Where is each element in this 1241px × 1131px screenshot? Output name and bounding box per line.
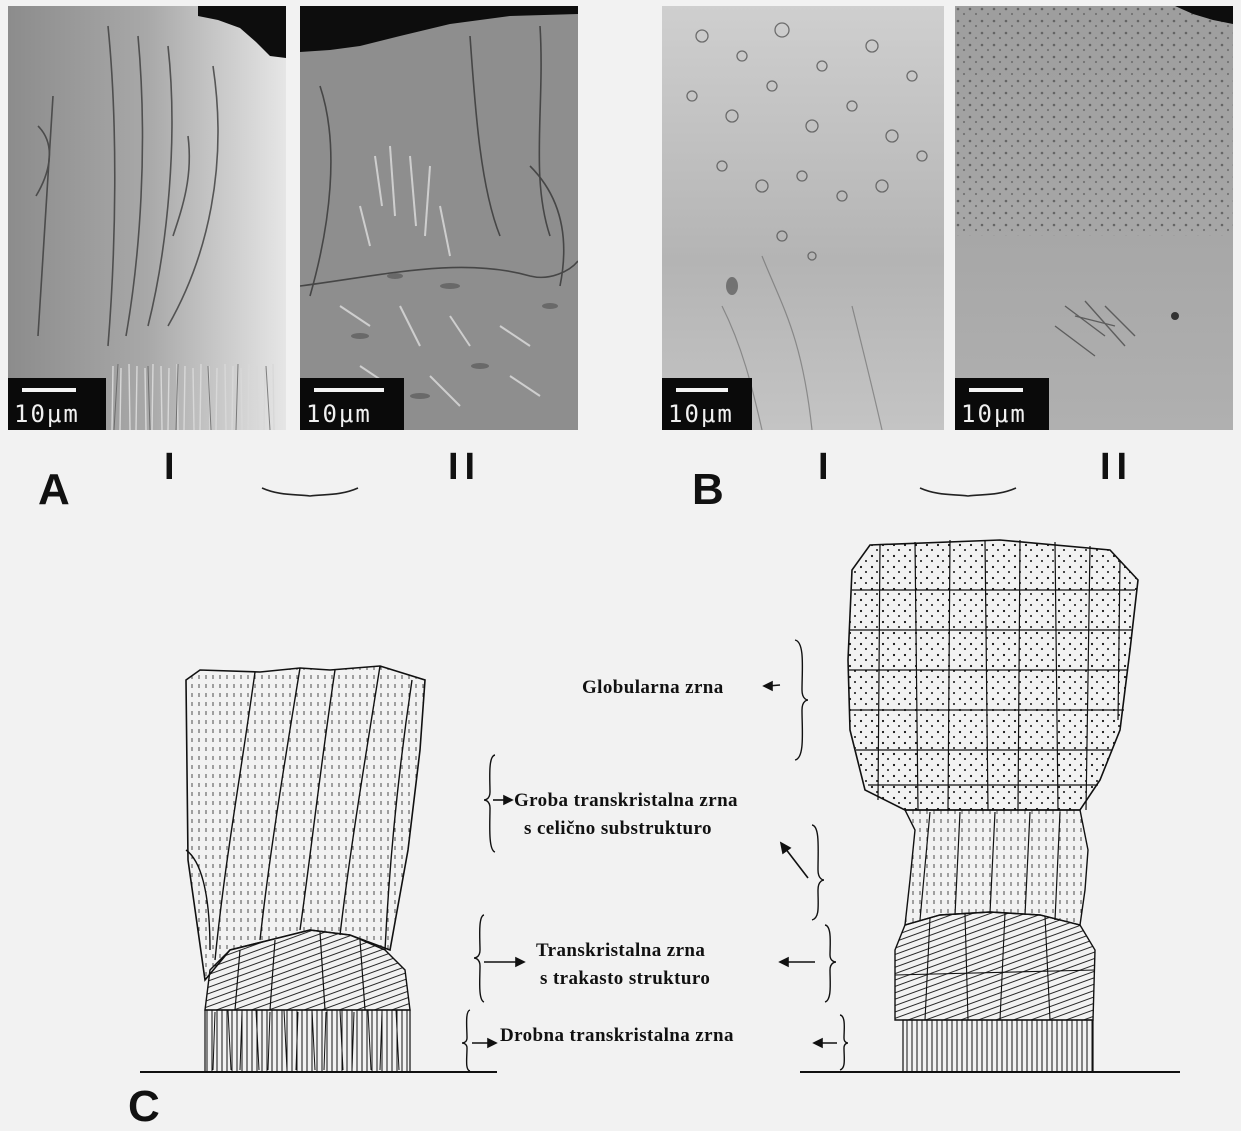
fine-grains-right	[903, 1020, 1093, 1072]
brace-fine-right	[840, 1015, 848, 1070]
micrograph-a-ii-image	[300, 6, 578, 430]
fine-grains-left	[205, 1010, 410, 1072]
label-b-ii: II	[1100, 448, 1133, 486]
label-banded-grains-line2: s trakasto strukturo	[540, 968, 710, 990]
panel-label-b: B	[692, 468, 724, 512]
scale-label: 10μm	[306, 400, 372, 428]
scale-bar	[314, 388, 384, 392]
schematic-left	[140, 666, 497, 1072]
label-fine-grains: Drobna transkristalna zrna	[500, 1025, 734, 1047]
globular-grains-right	[848, 540, 1138, 810]
label-coarse-grains-line1: Groba transkristalna zrna	[514, 790, 738, 812]
micrograph-b-i: 10μm	[662, 6, 944, 430]
label-a-ii: II	[448, 448, 481, 486]
brace-banded-right	[825, 925, 836, 1002]
brace-coarse-right	[812, 825, 824, 920]
micrograph-b-ii-image	[955, 6, 1233, 430]
label-a-i: I	[164, 448, 181, 486]
micrograph-b-i-image	[662, 6, 944, 430]
panel-label-a: A	[38, 468, 70, 512]
brace-banded-left	[474, 915, 484, 1002]
banded-grains-right	[895, 912, 1095, 1020]
scale-box-a-ii: 10μm	[300, 378, 404, 430]
scale-bar	[676, 388, 728, 392]
brace-coarse-left	[484, 755, 495, 852]
schematic-right	[800, 540, 1180, 1072]
scale-label: 10μm	[668, 400, 734, 428]
scale-box-a-i: 10μm	[8, 378, 106, 430]
brace-fine-left	[462, 1010, 470, 1071]
micrograph-a-ii: 10μm	[300, 6, 578, 430]
scale-label: 10μm	[961, 400, 1027, 428]
annotation-arrows	[472, 682, 837, 1047]
scale-bar	[969, 388, 1023, 392]
brace-b	[920, 488, 1016, 496]
cellular-grains-right	[905, 810, 1088, 925]
scale-box-b-ii: 10μm	[955, 378, 1049, 430]
micrograph-a-i: 10μm	[8, 6, 286, 430]
label-banded-grains-line1: Transkristalna zrna	[536, 940, 705, 962]
panel-label-c: C	[128, 1085, 160, 1129]
label-globular-grains: Globularna zrna	[582, 677, 724, 699]
label-b-i: I	[818, 448, 835, 486]
micrograph-a-i-image	[8, 6, 286, 430]
brace-a	[262, 488, 358, 496]
scale-box-b-i: 10μm	[662, 378, 752, 430]
scale-bar	[22, 388, 76, 392]
label-coarse-grains-line2: s celično substrukturo	[524, 818, 712, 840]
micrograph-b-ii: 10μm	[955, 6, 1233, 430]
brace-globular	[795, 640, 808, 760]
scale-label: 10μm	[14, 400, 80, 428]
